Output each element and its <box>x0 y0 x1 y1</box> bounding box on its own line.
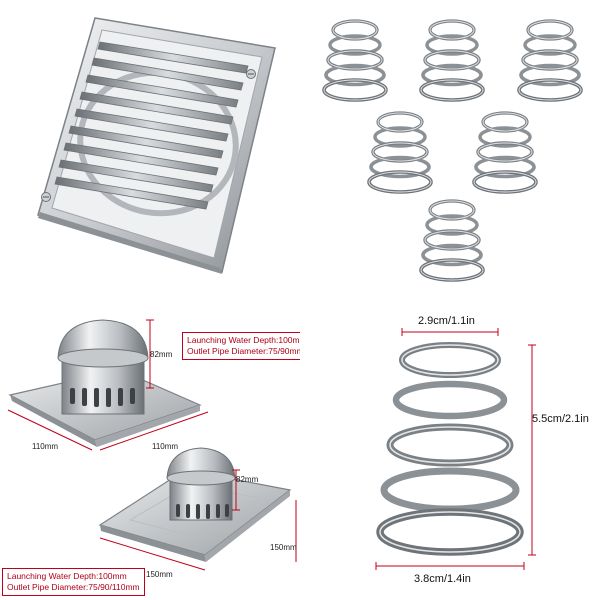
drain-cover-illustration <box>37 17 276 274</box>
spring-dimensions-panel: 2.9cm/1.1in 5.5cm/2.1in 3.8cm/1.4in <box>300 300 600 600</box>
bottom-width-bottom-label: 150mm <box>146 570 173 579</box>
spring-icon <box>419 19 485 102</box>
top-height-label: 82mm <box>150 350 173 359</box>
springs-set-panel <box>300 0 600 300</box>
springs-set-illustration <box>322 19 583 282</box>
spring-icon <box>517 19 583 102</box>
drain-cover-panel <box>0 0 300 300</box>
bottom-vent-slots <box>176 504 229 519</box>
spring-icon <box>472 111 538 194</box>
bottom-spec-box: Launching Water Depth:100mm Outlet Pipe … <box>2 568 145 596</box>
bottom-spec-line1: Launching Water Depth:100mm <box>7 571 127 581</box>
large-spring-icon <box>376 342 524 556</box>
bottom-height-label: 82mm <box>236 475 259 484</box>
top-vent-slots <box>70 388 135 407</box>
drains-illustration <box>7 319 297 571</box>
bottom-spec-line2: Outlet Pipe Diameter:75/90/110mm <box>7 582 140 592</box>
spring-top-width-label: 2.9cm/1.1in <box>418 315 475 327</box>
spring-icon <box>322 19 388 102</box>
top-spec-line1: Launching Water Depth:100mm <box>187 335 300 345</box>
spring-icon <box>419 199 485 282</box>
spring-dimension-illustration <box>375 328 536 570</box>
bottom-width-right-label: 150mm <box>270 543 297 552</box>
top-spec-line2: Outlet Pipe Diameter:75/90mm <box>187 346 300 356</box>
spring-height-label: 5.5cm/2.1in <box>532 413 589 425</box>
drain-slots <box>54 41 249 210</box>
spring-icon <box>367 111 433 194</box>
top-width-left-label: 110mm <box>32 442 59 451</box>
drains-dimensions-panel: Launching Water Depth:100mm Outlet Pipe … <box>0 300 300 600</box>
top-width-right-label: 110mm <box>152 442 179 451</box>
spring-bottom-width-label: 3.8cm/1.4in <box>414 573 471 585</box>
top-spec-box: Launching Water Depth:100mm Outlet Pipe … <box>182 332 300 360</box>
